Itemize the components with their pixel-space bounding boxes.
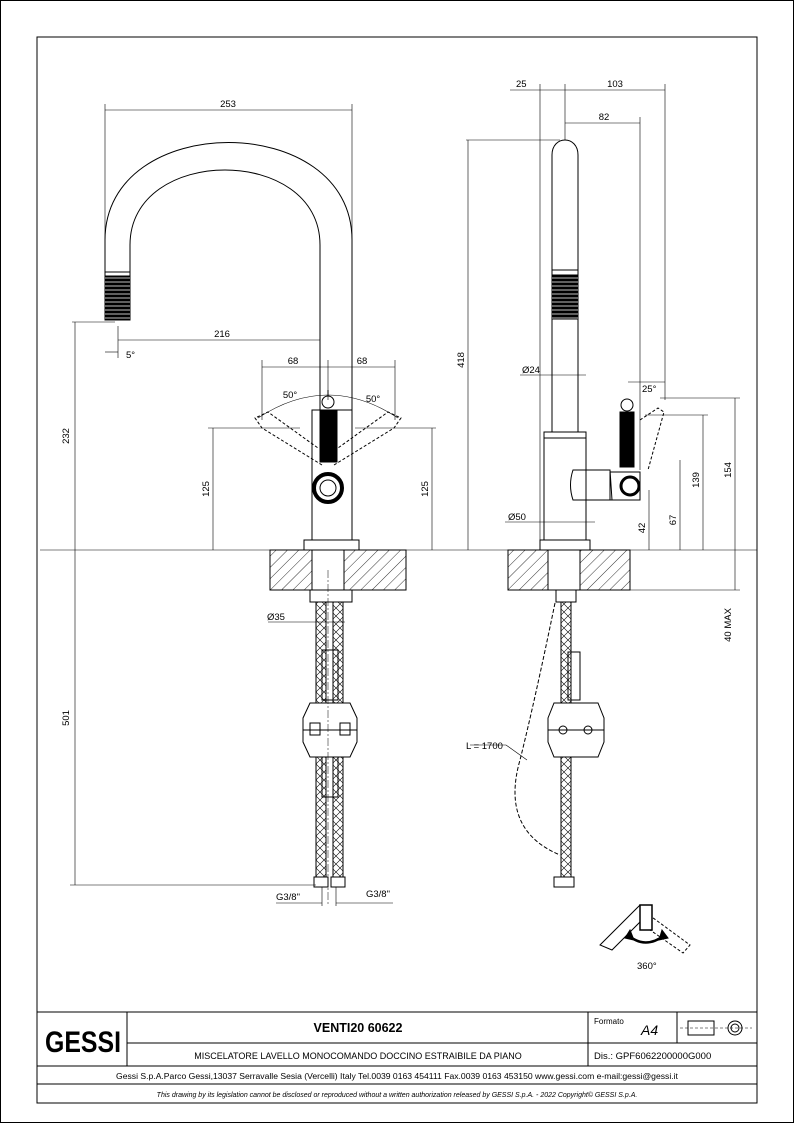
dim-dia-35: Ø35	[267, 612, 285, 623]
side-dimension-labels: 25 103 82 418 Ø24 25° Ø50 42 67 139 154 …	[456, 79, 734, 752]
thread-right: G3/8"	[366, 889, 390, 900]
thread-left: G3/8"	[276, 892, 300, 903]
dim-216: 216	[214, 329, 230, 340]
dim-125-left: 125	[201, 481, 212, 497]
dim-418: 418	[456, 352, 467, 368]
drawing-frame	[36, 36, 758, 1104]
front-dimension-labels: 253 216 5° 68 68 50° 50° 232 125 125 Ø35…	[61, 99, 431, 903]
title-block	[36, 1011, 758, 1085]
rotation-360-icon	[599, 904, 691, 954]
side-view	[507, 139, 665, 888]
dim-40-max: 40 MAX	[723, 607, 734, 641]
dim-501: 501	[61, 710, 72, 726]
lever-hub	[312, 472, 344, 504]
dim-103: 103	[607, 79, 623, 90]
side-spout	[551, 139, 579, 432]
dim-67: 67	[668, 515, 679, 526]
dim-232: 232	[61, 428, 72, 444]
formato-value: A4	[640, 1022, 658, 1038]
dim-68-right: 68	[357, 356, 368, 367]
product-title: VENTI20 60622	[314, 1021, 403, 1035]
drawing-number: Dis.: GPF6062200000G000	[594, 1051, 711, 1062]
legal-notice: This drawing by its legislation cannot b…	[157, 1091, 638, 1099]
spout-outer-arc	[104, 142, 353, 410]
dim-dia-50: Ø50	[508, 512, 526, 523]
spout-inner-arc	[129, 169, 321, 410]
rotation-label: 360°	[637, 961, 657, 972]
formato-label: Formato	[594, 1017, 624, 1026]
front-view	[104, 142, 407, 905]
dim-angle-50-right: 50°	[366, 394, 381, 405]
dim-82: 82	[599, 112, 610, 123]
product-description: MISCELATORE LAVELLO MONOCOMANDO DOCCINO …	[194, 1051, 522, 1061]
dim-68-left: 68	[288, 356, 299, 367]
dim-angle-50-left: 50°	[283, 390, 298, 401]
gessi-logo: GESSI	[45, 1026, 121, 1059]
dim-42: 42	[637, 523, 648, 534]
hose-length-label: L = 1700	[466, 741, 503, 752]
dim-25: 25	[516, 79, 527, 90]
dim-253: 253	[220, 99, 236, 110]
dim-125-right: 125	[420, 481, 431, 497]
side-lever	[619, 411, 635, 468]
dim-139: 139	[691, 472, 702, 488]
front-dim-lines	[40, 104, 757, 906]
lever-handle	[319, 409, 338, 463]
company-info: Gessi S.p.A.Parco Gessi,13037 Serravalle…	[116, 1071, 678, 1081]
dim-angle-25: 25°	[642, 384, 657, 395]
dim-154: 154	[723, 462, 734, 478]
dim-angle-5: 5°	[126, 350, 135, 361]
side-dim-lines	[466, 84, 740, 761]
dim-dia-24: Ø24	[522, 365, 540, 376]
side-body	[543, 431, 587, 541]
